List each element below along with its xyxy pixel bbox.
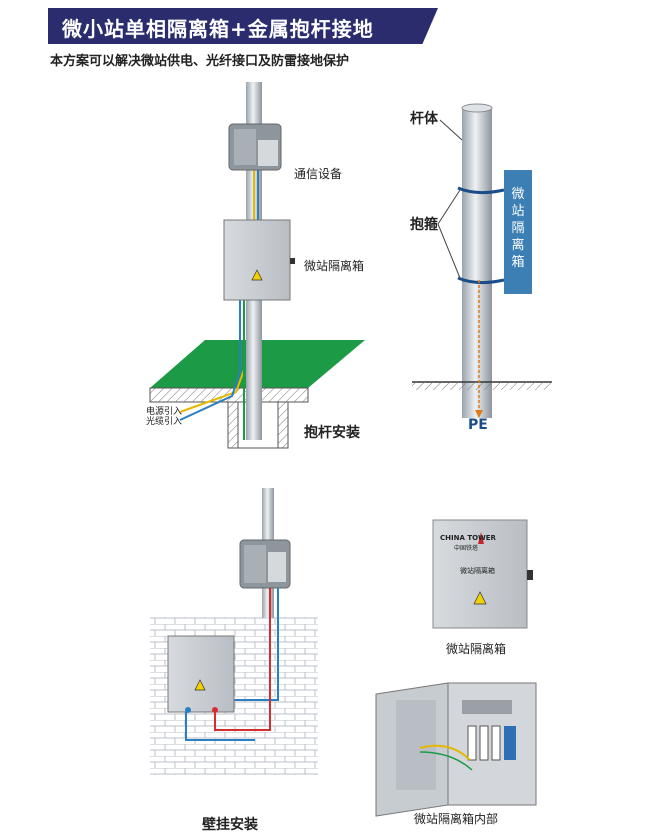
product-brand-cn: 中国铁塔 [454,545,479,552]
grounding-diagram [412,103,552,418]
grounding-pole [462,108,492,418]
interior-caption: 微站隔离箱内部 [414,812,499,826]
product-box-image [432,519,533,629]
product-brand: CHINA TOWER [440,534,496,542]
wall-isolation-box [167,635,235,713]
box-interior-image [375,682,537,817]
isolation-box-label: 微站隔离箱 [304,259,365,273]
wall-install-caption: 壁挂安装 [202,817,258,833]
title-banner [48,8,438,44]
comm-device-label: 通信设备 [294,167,343,181]
clamp-label: 抱箍 [410,217,438,233]
power-in-label: 电源引入 [146,407,183,417]
grounding-box [504,170,532,294]
grounding-box-vertical-text: 微 站 隔 离 箱 [511,187,525,270]
pole-install-caption: 抱杆安装 [304,425,360,441]
pole-install-diagram [149,82,365,449]
page-subtitle: 本方案可以解决微站供电、光纤接口及防雷接地保护 [50,54,350,69]
fiber-in-label: 光缆引入 [146,417,183,427]
page-title: 微小站单相隔离箱+金属抱杆接地 [62,17,374,41]
product-box-name: 微站隔离箱 [460,567,495,575]
pole-body-label: 杆体 [410,111,438,127]
isolation-box [223,219,291,301]
pe-label: PE [468,417,488,433]
wall-install-diagram [150,488,318,775]
product-caption: 微站隔离箱 [446,642,507,656]
